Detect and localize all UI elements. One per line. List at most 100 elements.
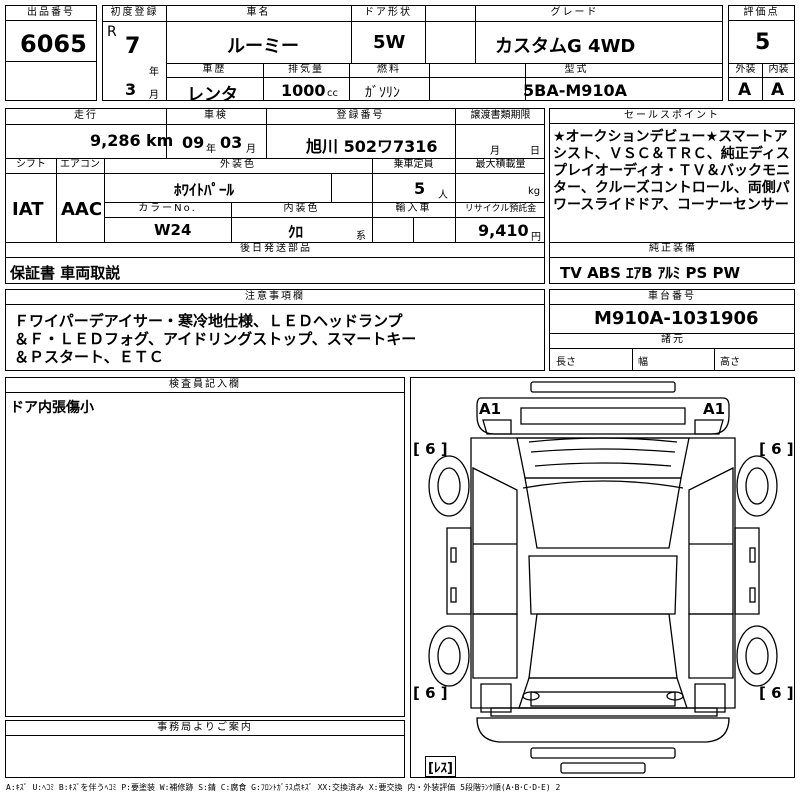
transfer-header: 譲渡書類期限 — [470, 110, 531, 121]
chassis-section: 車台番号 M910A-1031906 諸元 長さ 幅 高さ — [549, 289, 795, 371]
shift-value: IAT — [12, 199, 44, 220]
import-header: 輸入車 — [395, 203, 432, 214]
recycle-header: リサイクル預託金 — [464, 204, 537, 214]
color-no-value: W24 — [154, 221, 192, 239]
mileage-header: 走行 — [74, 110, 98, 121]
capacity-value: 5 — [414, 179, 426, 198]
spec-height-label: 高さ — [720, 357, 740, 368]
displacement-value: 1000 — [281, 81, 326, 100]
fuel-value: ｶﾞｿﾘﾝ — [365, 85, 400, 101]
score-value: 5 — [755, 30, 771, 55]
transfer-month-unit: 月 — [490, 146, 500, 157]
detail-block: 走行 9,286 km 車検 09 年 03 月 登録番号 旭川 502ワ731… — [5, 108, 545, 284]
notes-line-1: Ｆワイパーデアイサー・寒冷地仕様、ＬＥＤヘッドランプ — [14, 312, 403, 330]
lot-number-value: 6065 — [20, 30, 87, 58]
legend-text: A:ｷｽﾞ U:ﾍｺﾐ B:ｷｽﾞを伴うﾍｺﾐ P:要塗装 W:補修跡 S:錆 … — [6, 783, 561, 792]
max-load-unit: kg — [528, 186, 541, 197]
notes-line-3: ＆Ｐスタート、ＥＴＣ — [14, 348, 164, 366]
era-label: R — [107, 24, 117, 40]
notes-header: 注意事項欄 — [6, 290, 544, 305]
inspection-header: 車検 — [204, 110, 228, 121]
chassis-value: M910A-1031906 — [594, 308, 759, 329]
displacement-header: 排気量 — [288, 64, 324, 75]
specs-header: 諸元 — [661, 334, 685, 345]
month-unit: 月 — [149, 90, 159, 101]
score-header: 評価点 — [729, 6, 794, 21]
ext-score-value: A — [738, 80, 752, 100]
tire-rear-right: [ 6 ] — [759, 684, 794, 702]
grade-header: グレード — [550, 7, 599, 18]
notes-line-2: ＆Ｆ・ＬＥＤフォグ、アイドリングストップ、スマートキー — [14, 330, 417, 348]
score-section: 評価点 5 外装 内装 A A — [728, 5, 795, 101]
sales-point-section: セールスポイント ★オークションデビュー★スマートアシスト、ＶＳＣ＆ＴＲＣ、純正… — [549, 108, 795, 284]
inspector-note: ドア内張傷小 — [10, 400, 94, 416]
damage-a1-right: A1 — [703, 400, 726, 418]
int-score-header: 内装 — [768, 64, 789, 75]
capacity-unit: 人 — [438, 190, 448, 201]
car-name-header: 車名 — [246, 7, 271, 18]
car-diagram: A1 A1 [ 6 ] [ 6 ] [ 6 ] [ 6 ] [ﾚｽ] — [410, 377, 795, 778]
chassis-header: 車台番号 — [550, 290, 794, 305]
spare-tire: [ﾚｽ] — [425, 756, 456, 777]
first-reg-month: 3 — [125, 80, 137, 99]
door-header: ドア形状 — [364, 7, 412, 18]
year-unit: 年 — [149, 67, 159, 78]
transfer-day-unit: 日 — [530, 146, 540, 157]
plate-value: 旭川 502ワ7316 — [306, 137, 438, 156]
car-outline-drawing — [428, 381, 778, 774]
spec-width-label: 幅 — [638, 357, 648, 368]
recycle-value: 9,410 — [478, 221, 529, 240]
int-color-header: 内装色 — [283, 203, 320, 214]
int-color-value: ｸﾛ — [288, 223, 304, 241]
car-name-value: ルーミー — [227, 36, 299, 57]
history-value: レンタ — [187, 85, 238, 105]
later-parts-value: 保証書 車両取説 — [10, 264, 121, 282]
displacement-unit: cc — [327, 88, 338, 99]
grade-value: カスタムG 4WD — [495, 36, 636, 57]
int-score-value: A — [771, 80, 785, 100]
fuel-header: 燃料 — [377, 64, 401, 75]
history-header: 車歴 — [202, 64, 227, 75]
inspection-year-unit: 年 — [206, 144, 216, 155]
lot-number-header: 出品番号 — [6, 6, 96, 21]
tire-rear-left: [ 6 ] — [413, 684, 448, 702]
office-header: 事務局よりご案内 — [6, 721, 404, 736]
inspection-month: 03 — [220, 133, 243, 152]
recycle-unit: 円 — [531, 232, 541, 243]
first-reg-header: 初度登録 — [110, 7, 159, 18]
main-header-block: 初度登録 R 7 年 3 月 車名 ルーミー ドア形状 5W グレード カスタム… — [102, 5, 723, 105]
inspection-year: 09 — [182, 133, 205, 152]
model-header: 型式 — [564, 64, 589, 75]
ext-color-header: 外装色 — [220, 159, 256, 170]
lot-number-section: 出品番号 6065 — [5, 5, 97, 101]
tire-front-right: [ 6 ] — [759, 440, 794, 458]
shift-header: シフト — [16, 159, 46, 170]
sales-point-text: ★オークションデビュー★スマートアシスト、ＶＳＣ＆ＴＲＣ、純正ディスプレイオーデ… — [553, 129, 791, 213]
ext-color-value: ﾎﾜｲﾄﾊﾟｰﾙ — [174, 181, 235, 199]
first-reg-year: 7 — [125, 34, 141, 59]
door-value: 5W — [373, 32, 406, 53]
ac-value: AAC — [61, 199, 103, 220]
inspector-header: 検査員記入欄 — [6, 378, 404, 393]
office-section: 事務局よりご案内 — [5, 720, 405, 778]
later-parts-header: 後日発送部品 — [240, 243, 312, 254]
equipment-value: TV ABS ｴｱB ｱﾙﾐ PS PW — [560, 264, 741, 282]
max-load-header: 最大積載量 — [475, 159, 526, 170]
notes-section: 注意事項欄 Ｆワイパーデアイサー・寒冷地仕様、ＬＥＤヘッドランプ ＆Ｆ・ＬＥＤフ… — [5, 289, 545, 371]
equipment-header: 純正装備 — [649, 243, 697, 254]
ext-score-header: 外装 — [735, 64, 756, 75]
ac-header: エアコン — [60, 159, 100, 170]
capacity-header: 乗車定員 — [393, 159, 434, 170]
mileage-unit: km — [146, 131, 174, 150]
inspection-month-unit: 月 — [246, 144, 256, 155]
sales-point-header: セールスポイント — [550, 109, 794, 124]
damage-a1-left: A1 — [479, 400, 502, 418]
tire-front-left: [ 6 ] — [413, 440, 448, 458]
mileage-value: 9,286 — [90, 131, 141, 150]
color-no-header: カラーNo. — [138, 203, 197, 214]
spec-length-label: 長さ — [556, 357, 576, 368]
int-color-unit: 系 — [356, 231, 366, 242]
plate-header: 登録番号 — [336, 110, 385, 121]
inspector-section: 検査員記入欄 ドア内張傷小 — [5, 377, 405, 717]
model-value: 5BA-M910A — [523, 81, 628, 100]
